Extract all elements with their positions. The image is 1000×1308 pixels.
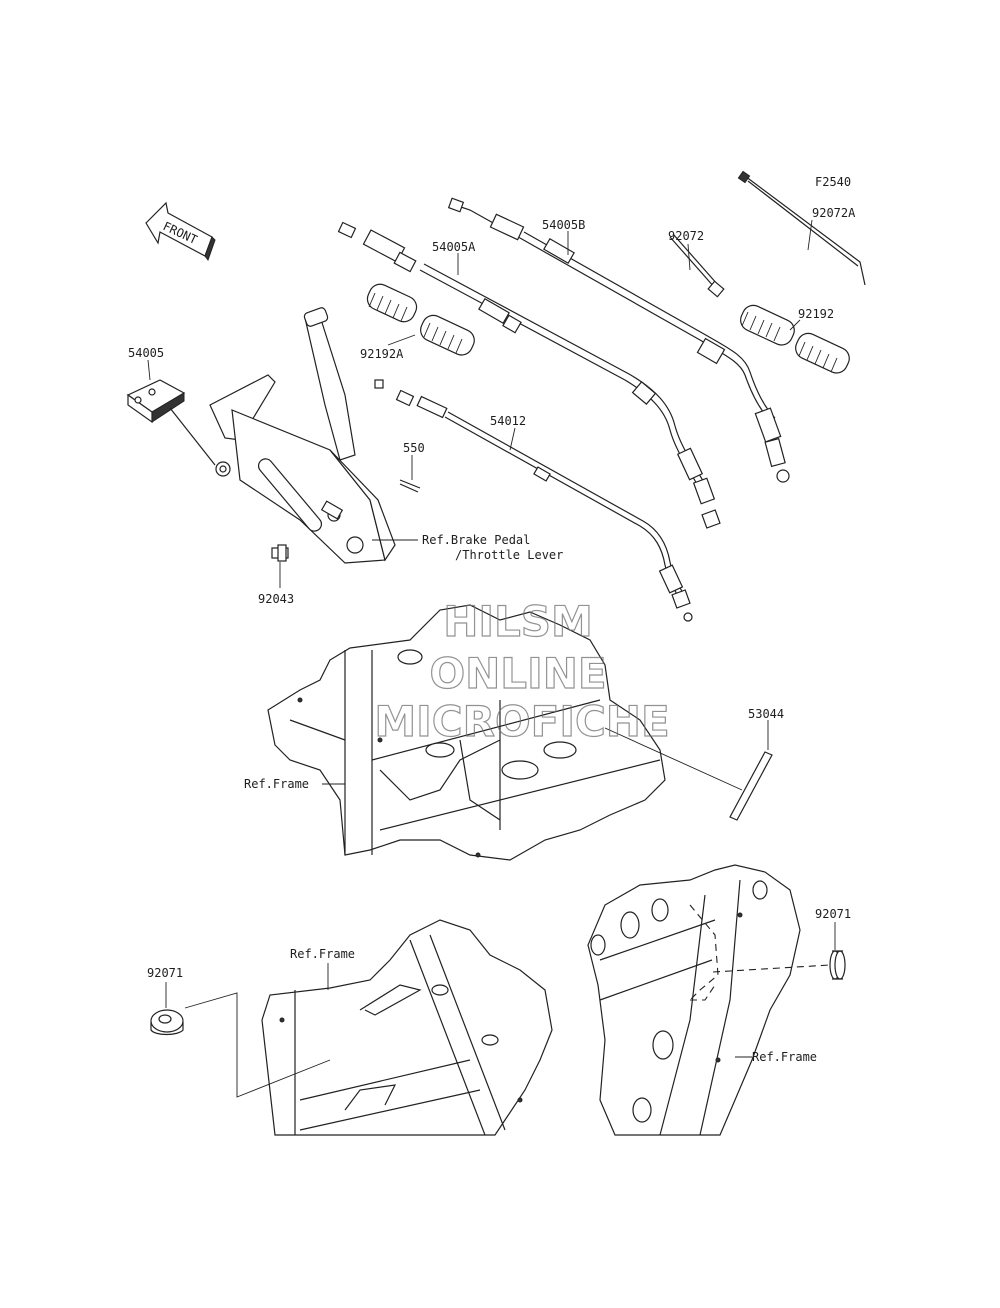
part-label-92072: 92072 (668, 229, 704, 243)
ref-frame-bottom-left-label: Ref.Frame (290, 947, 355, 961)
frame-mid-section (267, 604, 666, 861)
strip-53044 (729, 751, 773, 821)
frame-bottom-right (587, 864, 831, 1136)
part-label-92072a: 92072A (812, 206, 856, 220)
part-label-92192a: 92192A (360, 347, 404, 361)
boot-92192a (366, 283, 475, 356)
ref-frame-mid-label: Ref.Frame (244, 777, 309, 791)
figure-code: F2540 (815, 175, 851, 189)
boot-92192 (740, 304, 850, 374)
pin-550 (399, 479, 421, 493)
cable-tie-92072 (669, 233, 725, 298)
pin-92043 (271, 544, 289, 562)
part-label-54012: 54012 (490, 414, 526, 428)
watermark-line-2: ONLINE (429, 649, 606, 698)
part-label-54005b: 54005B (542, 218, 585, 232)
cable-54005b (447, 197, 790, 483)
ref-throttle-lever-label: /Throttle Lever (455, 548, 563, 562)
part-label-92192: 92192 (798, 307, 834, 321)
front-arrow-icon: FRONT (145, 201, 216, 262)
watermark: HILSM ONLINE MICROFICHE (374, 596, 670, 746)
cable-tie-92072a (737, 170, 866, 286)
watermark-line-3: MICROFICHE (374, 697, 669, 746)
switch-54005 (126, 379, 231, 477)
part-label-92071-left: 92071 (147, 966, 183, 980)
part-label-550: 550 (403, 441, 425, 455)
watermark-line-1: HILSM (443, 597, 593, 646)
cable-54005a (337, 221, 721, 529)
frame-bottom-left (261, 919, 553, 1136)
grommet-92071-right (829, 950, 846, 980)
part-label-54005: 54005 (128, 346, 164, 360)
brake-pedal-throttle-lever (209, 307, 396, 564)
ref-frame-bottom-right-label: Ref.Frame (752, 1050, 817, 1064)
part-label-53044: 53044 (748, 707, 784, 721)
part-label-92071-right: 92071 (815, 907, 851, 921)
cable-54012 (374, 379, 693, 622)
ref-brake-pedal-label: Ref.Brake Pedal (422, 533, 530, 547)
part-label-54005a: 54005A (432, 240, 476, 254)
grommet-92071-left (150, 1009, 184, 1036)
part-label-92043: 92043 (258, 592, 294, 606)
